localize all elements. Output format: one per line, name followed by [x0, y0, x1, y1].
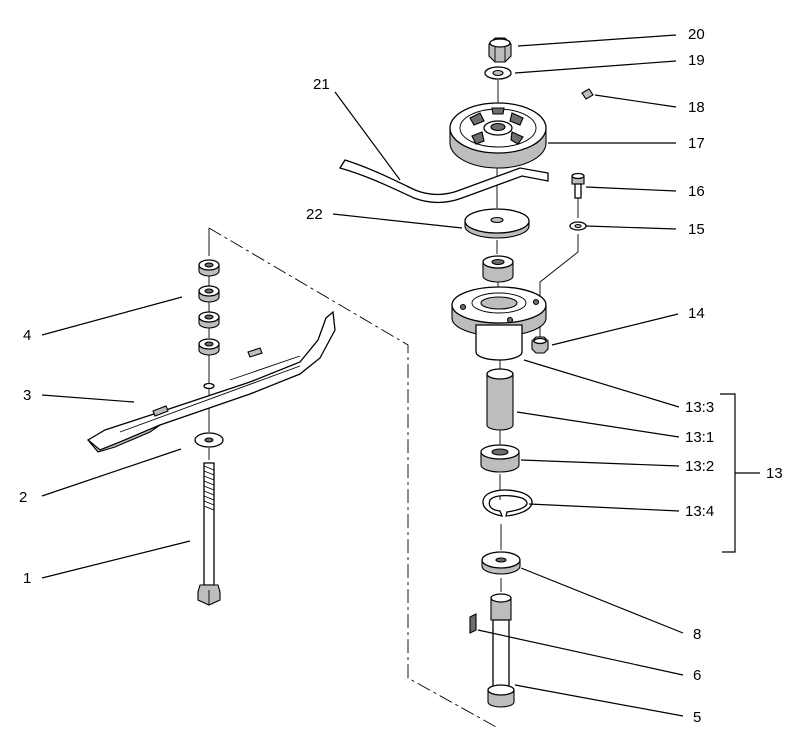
part-1-bolt: [197, 462, 221, 606]
label-19: 19: [688, 52, 705, 69]
label-13-3: 13:2: [685, 458, 714, 475]
part-21-belt: [338, 159, 549, 204]
part-16-bolt: [571, 172, 585, 199]
part-19-washer: [484, 66, 512, 80]
label-21: 21: [313, 76, 330, 93]
label-22: 22: [306, 206, 323, 223]
part-13-2-spindle-housing: [451, 286, 547, 361]
label-15: 15: [688, 221, 705, 238]
part-17-pulley: [449, 102, 547, 169]
part-4-spacers: [198, 259, 220, 356]
part-14-nut: [531, 336, 549, 354]
part-6-key: [469, 613, 477, 634]
part-20-nut: [488, 37, 512, 63]
label-13-4: 13:4: [685, 503, 714, 520]
part-13-4-snap-ring: [482, 489, 533, 517]
label-2: 2: [19, 489, 27, 506]
bearing: [482, 255, 514, 283]
label-13: 13: [766, 465, 783, 482]
leader-lines: [41, 34, 760, 717]
label-13-2: 13:3: [685, 399, 714, 416]
label-18: 18: [688, 99, 705, 116]
part-18-set-screw: [581, 88, 594, 100]
part-5-spindle-shaft: [487, 593, 515, 708]
part-22-spacer: [464, 208, 530, 239]
part-13-3-bearing: [480, 444, 520, 473]
label-5: 5: [693, 709, 701, 726]
label-13-1: 13:1: [685, 429, 714, 446]
callout-labels: 20 19 18 17 16 15 14 13:3 13:1 13:2 13:4…: [19, 26, 783, 726]
label-8: 8: [693, 626, 701, 643]
label-20: 20: [688, 26, 705, 43]
part-2-washer: [194, 432, 224, 448]
part-8-washer: [481, 551, 521, 575]
label-16: 16: [688, 183, 705, 200]
part-3-blade: [86, 310, 336, 453]
part-15-washer: [569, 221, 587, 231]
label-17: 17: [688, 135, 705, 152]
label-3: 3: [23, 387, 31, 404]
part-13-1-sleeve: [486, 368, 514, 431]
label-14: 14: [688, 305, 705, 322]
label-6: 6: [693, 667, 701, 684]
label-4: 4: [23, 327, 31, 344]
label-1: 1: [23, 570, 31, 587]
